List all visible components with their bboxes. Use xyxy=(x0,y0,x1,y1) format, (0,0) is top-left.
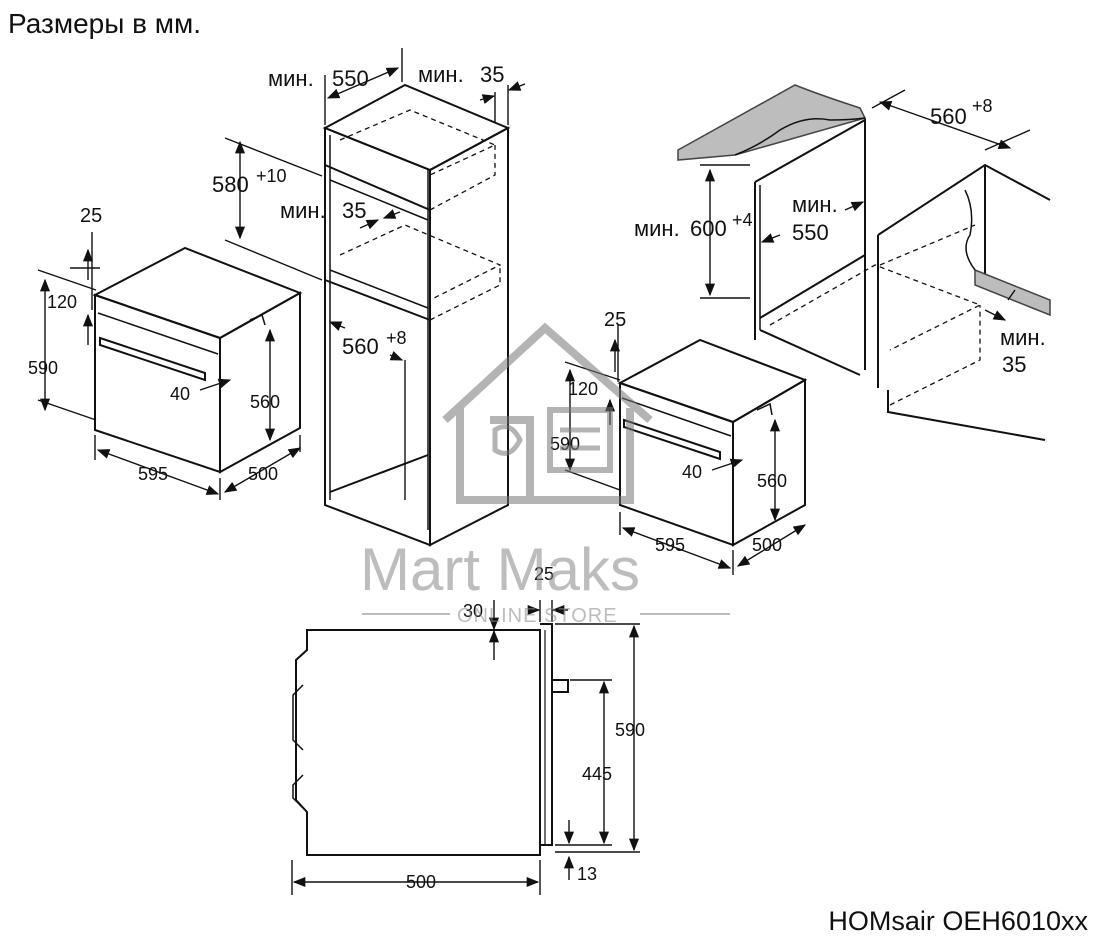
oven-right-dim-25: 25 xyxy=(604,309,626,331)
page-title: Размеры в мм. xyxy=(8,8,202,39)
oven-right-top xyxy=(617,338,808,424)
undercounter-dim-600: 600 xyxy=(690,216,727,241)
oven-left-dim-595: 595 xyxy=(138,464,168,484)
undercounter-min-600-prefix: мин. xyxy=(634,216,680,241)
undercounter-min-550-prefix: мин. xyxy=(792,192,838,217)
countertop-wave xyxy=(734,117,866,156)
tall-cabinet-dim-550: 550 xyxy=(332,66,369,91)
oven-left-labels: 25 120 590 40 560 595 500 xyxy=(28,205,280,484)
side-view-dim-590: 590 xyxy=(615,720,645,740)
undercounter-min-35-prefix: мин. xyxy=(1000,325,1046,350)
oven-right-bracket xyxy=(756,402,773,416)
oven-right-dim-500: 500 xyxy=(752,535,782,555)
undercounter-dashed xyxy=(769,224,982,406)
oven-left-control-panel xyxy=(97,312,219,355)
watermark: Mart Maks ONLINE STORE xyxy=(360,322,730,627)
oven-left-dimensions xyxy=(37,232,302,500)
tall-cabinet-shelf-1b xyxy=(329,179,429,221)
undercounter-sup-560: +8 xyxy=(972,96,993,116)
tall-cabinet-shelf-2b xyxy=(329,269,429,309)
oven-right-control-panel xyxy=(621,397,732,437)
oven-right-dim-590: 590 xyxy=(550,434,580,454)
oven-right-dimensions xyxy=(564,325,807,575)
tall-cabinet-dashed xyxy=(339,109,502,321)
model-name: HOMsair OEH6010xx xyxy=(828,906,1088,936)
tall-cabinet-sup-560: +8 xyxy=(386,328,407,348)
undercounter-labels: 560 +8 мин. 600 +4 мин. 550 мин. 35 xyxy=(634,96,1046,377)
side-view-body xyxy=(295,629,541,856)
tall-cabinet-side xyxy=(429,126,509,547)
tall-cabinet-shelf-1 xyxy=(324,164,431,211)
oven-left-side xyxy=(219,291,301,474)
undercounter-dim-560: 560 xyxy=(930,104,967,129)
side-view-labels: 25 30 590 445 13 500 xyxy=(406,564,645,892)
tall-cabinet-dim-560: 560 xyxy=(342,334,379,359)
oven-right-handle xyxy=(623,418,721,461)
undercounter-dim-550: 550 xyxy=(792,220,829,245)
tall-cabinet-dim-580: 580 xyxy=(212,172,249,197)
side-view-dim-445: 445 xyxy=(582,764,612,784)
tall-cabinet-dim-35-top: 35 xyxy=(480,62,504,87)
watermark-brand: Mart Maks xyxy=(360,536,640,603)
side-view-dim-30: 30 xyxy=(463,601,483,621)
tall-cabinet-top xyxy=(322,83,511,172)
side-view-door xyxy=(540,623,553,846)
oven-left-dim-120: 120 xyxy=(47,292,77,312)
side-view-dim-500: 500 xyxy=(406,872,436,892)
oven-left xyxy=(92,246,303,474)
oven-right-dim-40: 40 xyxy=(682,462,702,482)
undercounter-dim-35: 35 xyxy=(1002,352,1026,377)
watermark-tagline: ONLINE STORE xyxy=(457,605,618,627)
oven-right-dim-560: 560 xyxy=(757,471,787,491)
oven-left-dim-560: 560 xyxy=(250,392,280,412)
oven-left-dim-500: 500 xyxy=(248,464,278,484)
tall-cabinet-dimensions xyxy=(224,48,526,500)
oven-right-labels: 25 120 590 40 560 595 500 xyxy=(550,309,787,555)
tall-cabinet xyxy=(322,83,511,547)
side-view xyxy=(292,623,569,856)
oven-left-dim-25: 25 xyxy=(80,205,102,227)
tall-cabinet-inner-bottom xyxy=(329,454,429,493)
oven-right-dim-595: 595 xyxy=(655,535,685,555)
oven-right xyxy=(617,338,808,547)
side-view-handle xyxy=(552,679,569,693)
undercounter-cabinet xyxy=(677,84,1051,441)
oven-left-front xyxy=(94,293,221,474)
oven-left-bracket xyxy=(249,313,266,326)
tall-cabinet-labels: мин. 550 мин. 35 580 +10 мин. 35 560 +8 xyxy=(212,62,504,359)
undercounter-sup-600: +4 xyxy=(732,210,753,230)
tall-cabinet-min-35-prefix: мин. xyxy=(418,62,464,87)
oven-left-handle xyxy=(99,336,206,382)
tall-cabinet-shelf-2 xyxy=(324,279,431,321)
tall-cabinet-dim-35-mid: 35 xyxy=(342,198,366,223)
watermark-house-icon xyxy=(442,322,653,504)
side-view-dimensions xyxy=(291,600,640,895)
oven-right-side xyxy=(732,378,806,547)
tall-cabinet-min-35-mid-prefix: мин. xyxy=(280,198,326,223)
oven-left-top xyxy=(92,246,303,340)
oven-left-dim-590: 590 xyxy=(28,358,58,378)
oven-left-dim-40: 40 xyxy=(170,384,190,404)
side-view-dim-13: 13 xyxy=(577,864,597,884)
countertop xyxy=(677,84,867,161)
oven-right-dim-120: 120 xyxy=(568,379,598,399)
undercounter-dimensions xyxy=(700,89,1031,321)
tall-cabinet-sup-580: +10 xyxy=(256,166,287,186)
tall-cabinet-min-550-prefix: мин. xyxy=(268,66,314,91)
side-view-dim-25: 25 xyxy=(534,564,554,584)
